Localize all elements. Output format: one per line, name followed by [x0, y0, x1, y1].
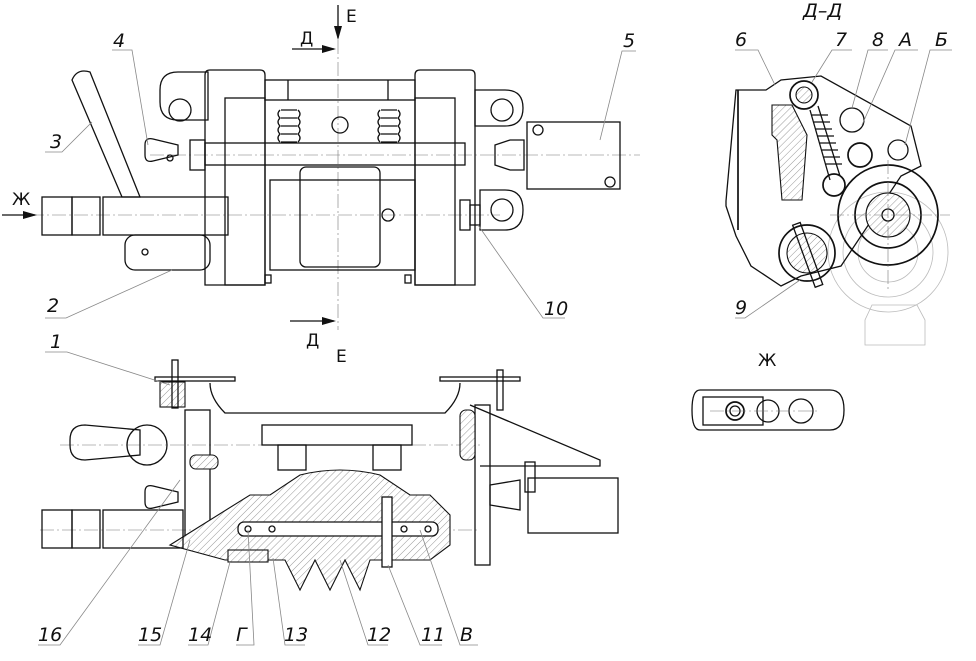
- callout-13: 13: [272, 557, 308, 646]
- svg-text:Б: Б: [935, 29, 948, 51]
- lever-handle: [71, 70, 141, 198]
- callout-1: 1: [45, 331, 171, 386]
- section-view-DD: Д–Д: [725, 0, 952, 346]
- callout-14: 14: [188, 561, 231, 646]
- svg-text:10: 10: [544, 298, 568, 320]
- svg-text:7: 7: [835, 29, 847, 51]
- callout-G: Г: [236, 529, 255, 646]
- section-letter-E-bottom: Е: [336, 347, 347, 367]
- svg-text:3: 3: [50, 131, 62, 153]
- spring-left: [277, 80, 301, 143]
- svg-text:Г: Г: [236, 624, 248, 646]
- spring-right: [377, 80, 401, 143]
- mounting-ear-bottom-right: [479, 189, 524, 231]
- callout-6: 6: [735, 29, 776, 86]
- svg-text:12: 12: [367, 624, 391, 646]
- section-letter-D-bottom: Д: [306, 331, 319, 351]
- svg-text:5: 5: [623, 30, 635, 52]
- view-letter-Zh: Ж: [12, 190, 30, 210]
- svg-text:16: 16: [38, 624, 62, 646]
- tension-spring: [789, 80, 846, 197]
- callout-B: Б: [904, 29, 952, 146]
- view-Zh: Ж: [691, 351, 845, 431]
- view-title-Zh: Ж: [758, 351, 776, 371]
- callout-5: 5: [599, 30, 636, 141]
- svg-text:В: В: [460, 624, 473, 646]
- svg-text:11: 11: [421, 624, 445, 646]
- callout-A: А: [861, 29, 918, 126]
- section-letter-D-top: Д: [300, 29, 313, 49]
- section-marker-D-bottom: Д: [290, 317, 336, 351]
- svg-text:2: 2: [47, 295, 59, 317]
- section-marker-D-top: Д: [292, 29, 336, 53]
- svg-text:А: А: [897, 29, 912, 51]
- svg-text:14: 14: [188, 624, 212, 646]
- callout-8: 8: [851, 29, 888, 109]
- callout-9: 9: [735, 279, 801, 319]
- mounting-ear-top-right: [474, 89, 524, 127]
- svg-text:8: 8: [872, 29, 884, 51]
- svg-text:1: 1: [50, 331, 62, 353]
- callout-V: В: [419, 529, 478, 646]
- front-section-view: 1 16 15 14 Г 13 12 11: [38, 331, 619, 646]
- callout-7: 7: [811, 29, 852, 83]
- callout-15: 15: [138, 539, 191, 646]
- section-marker-E-top: Е: [334, 5, 357, 40]
- section-letter-E-top: Е: [346, 7, 357, 27]
- view-arrow-Zh: Ж: [2, 190, 37, 219]
- mounting-ear-top-left: [159, 71, 209, 122]
- callout-3: 3: [45, 121, 93, 153]
- callout-16: 16: [38, 479, 181, 646]
- svg-text:15: 15: [138, 624, 162, 646]
- limit-switch-box: [494, 121, 621, 190]
- callout-12: 12: [339, 559, 391, 646]
- drive-shaft: [41, 196, 229, 236]
- svg-text:9: 9: [735, 297, 747, 319]
- top-view: Д Е Д Е Ж 4 3 2: [2, 5, 640, 367]
- svg-text:4: 4: [113, 30, 125, 52]
- callout-2: 2: [45, 269, 173, 319]
- svg-text:13: 13: [284, 624, 308, 646]
- section-title-DD: Д–Д: [802, 0, 842, 22]
- svg-text:6: 6: [735, 29, 747, 51]
- callout-4: 4: [112, 30, 149, 146]
- callout-11: 11: [387, 564, 445, 646]
- callout-10: 10: [477, 224, 568, 320]
